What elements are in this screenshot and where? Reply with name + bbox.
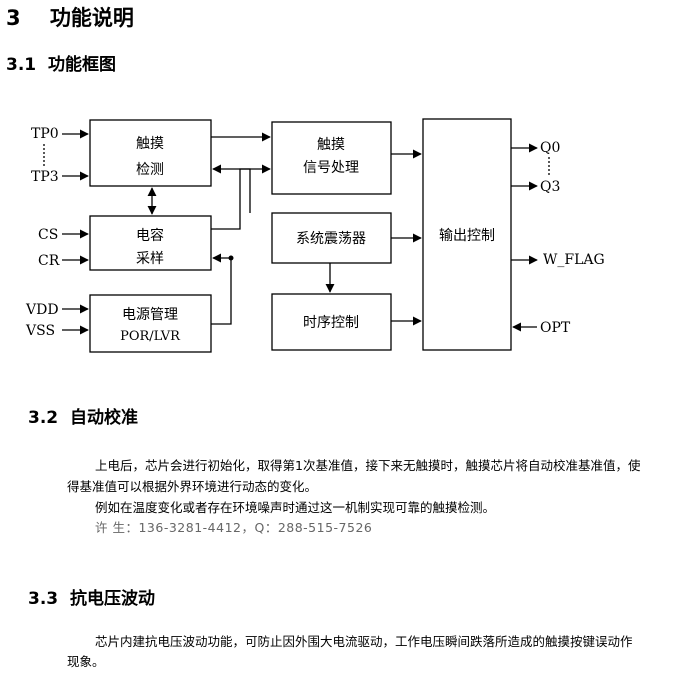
section-3-3-heading: 3.3 抗电压波动 bbox=[28, 589, 155, 609]
cs-label: CS bbox=[38, 227, 58, 243]
touch-detect-label-1: 触摸 bbox=[136, 136, 164, 152]
voltage-paragraph-line-1: 芯片内建抗电压波动功能，可防止因外围大电流驱动，工作电压瞬间跌落所造成的触摸按键… bbox=[95, 634, 633, 649]
calibration-paragraph-line-1: 上电后，芯片会进行初始化，取得第1次基准值，接下来无触摸时，触摸芯片将自动校准基… bbox=[95, 458, 641, 473]
w-flag-label: W_FLAG bbox=[543, 252, 605, 268]
voltage-paragraph-line-2: 现象。 bbox=[67, 654, 105, 669]
power-mgmt-label-2: POR/LVR bbox=[120, 329, 181, 344]
cap-sample-label-1: 电容 bbox=[136, 227, 164, 244]
section-3-2-heading: 3.2 自动校准 bbox=[28, 408, 138, 428]
vdd-label: VDD bbox=[25, 302, 59, 318]
tp0-label: TP0 bbox=[31, 126, 59, 142]
cr-label: CR bbox=[38, 253, 60, 269]
calibration-paragraph-line-3: 例如在温度变化或者存在环境噪声时通过这一机制实现可靠的触摸检测。 bbox=[95, 500, 496, 515]
timing-ctrl-label: 时序控制 bbox=[303, 315, 359, 331]
cap-sample-block bbox=[89, 215, 212, 271]
contact-line: 许 生：136-3281-4412，Q：288-515-7526 bbox=[95, 520, 373, 535]
section-3-heading: 3 功能说明 bbox=[6, 6, 134, 30]
calibration-paragraph-line-2: 得基准值可以根据外界环境进行动态的变化。 bbox=[67, 479, 318, 494]
output-ctrl-label: 输出控制 bbox=[439, 228, 495, 244]
vss-label: VSS bbox=[25, 323, 55, 339]
section-3-1-heading: 3.1 功能框图 bbox=[6, 55, 116, 75]
signal-proc-label-2: 信号处理 bbox=[303, 160, 359, 176]
oscillator-label: 系统震荡器 bbox=[296, 231, 366, 247]
opt-label: OPT bbox=[540, 320, 571, 336]
signal-proc-label-1: 触摸 bbox=[317, 137, 345, 153]
output-ctrl-block bbox=[422, 118, 512, 351]
touch-detect-label-2: 检测 bbox=[136, 162, 164, 178]
q3-label: Q3 bbox=[540, 179, 560, 195]
timing-ctrl-block bbox=[271, 293, 392, 351]
q0-label: Q0 bbox=[540, 140, 560, 156]
signal-proc-block bbox=[271, 121, 392, 195]
tp3-label: TP3 bbox=[31, 169, 59, 185]
cap-sample-label-2: 采样 bbox=[136, 251, 164, 267]
function-block-diagram: TP0 TP3 CS CR VDD VSS Q0 Q3 W_FLAG OPT 触… bbox=[25, 118, 605, 353]
power-mgmt-label-1: 电源管理 bbox=[122, 307, 178, 323]
touch-detect-block bbox=[89, 119, 212, 187]
